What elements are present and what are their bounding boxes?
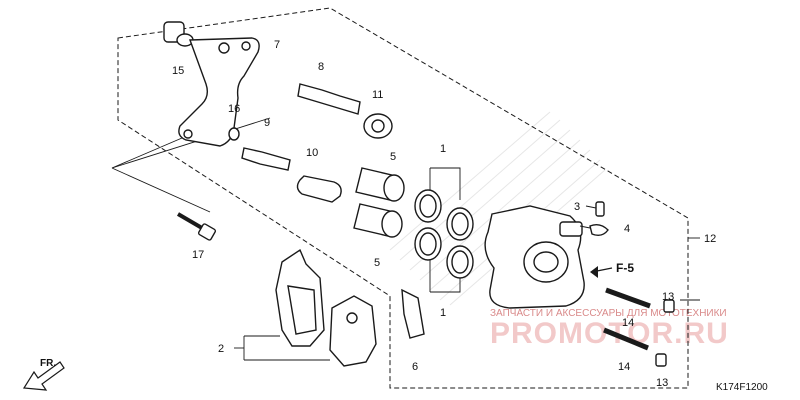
boot-11: [363, 113, 393, 139]
washer-16: [228, 127, 240, 141]
plug-13-top: [663, 299, 675, 313]
callout-13-bottom: 13: [656, 377, 668, 389]
piston-5-top: [355, 167, 405, 202]
callout-17: 17: [192, 249, 204, 261]
watermark: PROMOTOR.RU ЗАПЧАСТИ И АКСЕССУАРЫ ДЛЯ МО…: [490, 308, 728, 350]
reference-label: F-5: [616, 261, 634, 275]
front-arrow-label: FR.: [40, 358, 56, 369]
reference-arrow-icon: [590, 266, 613, 278]
callout-2: 2: [218, 343, 224, 355]
callout-1-bottom: 1: [440, 307, 446, 319]
callout-13-top: 13: [662, 291, 674, 303]
bolt-9: [241, 147, 291, 171]
boot-10: [296, 175, 342, 203]
callout-1-top: 1: [440, 143, 446, 155]
callout-10: 10: [306, 147, 318, 159]
assembly-outline: [117, 7, 689, 389]
piston-5-bottom: [353, 203, 403, 238]
callout-7: 7: [274, 39, 280, 51]
pad-spring-6: [401, 288, 425, 339]
watermark-tagline: ЗАПЧАСТИ И АКСЕССУАРЫ ДЛЯ МОТОТЕХНИКИ: [490, 308, 727, 319]
callout-5-top: 5: [390, 151, 396, 163]
pad-pin-14-bottom: [603, 327, 649, 351]
callout-11: 11: [372, 89, 383, 101]
brake-pad-rear: [329, 295, 377, 367]
callout-8: 8: [318, 61, 324, 73]
callout-6: 6: [412, 361, 418, 373]
callout-3: 3: [574, 201, 580, 213]
diagram-code: K174F1200: [716, 382, 768, 393]
callout-12: 12: [704, 233, 716, 245]
callout-16: 16: [228, 103, 240, 115]
pin-15: [163, 21, 194, 47]
slide-pin-8: [297, 83, 361, 115]
brake-pad-front: [275, 248, 325, 347]
front-direction-arrow-icon: [22, 361, 65, 391]
caliper-bracket: [178, 37, 260, 147]
leader-17: [111, 137, 183, 169]
callout-15: 15: [172, 65, 184, 77]
bleeder-valve-3: [595, 201, 605, 217]
bleeder-cap-4: [589, 223, 609, 237]
caliper-body: [484, 205, 585, 309]
pad-pin-14-top: [605, 287, 651, 309]
seal-rings: [414, 189, 474, 279]
callout-5-bottom: 5: [374, 257, 380, 269]
callout-9: 9: [264, 117, 270, 129]
callout-14-bottom: 14: [618, 361, 630, 373]
bolt-17: [176, 212, 217, 241]
callout-4: 4: [624, 223, 630, 235]
callout-14-top: 14: [622, 317, 634, 329]
plug-13-bottom: [655, 353, 667, 367]
